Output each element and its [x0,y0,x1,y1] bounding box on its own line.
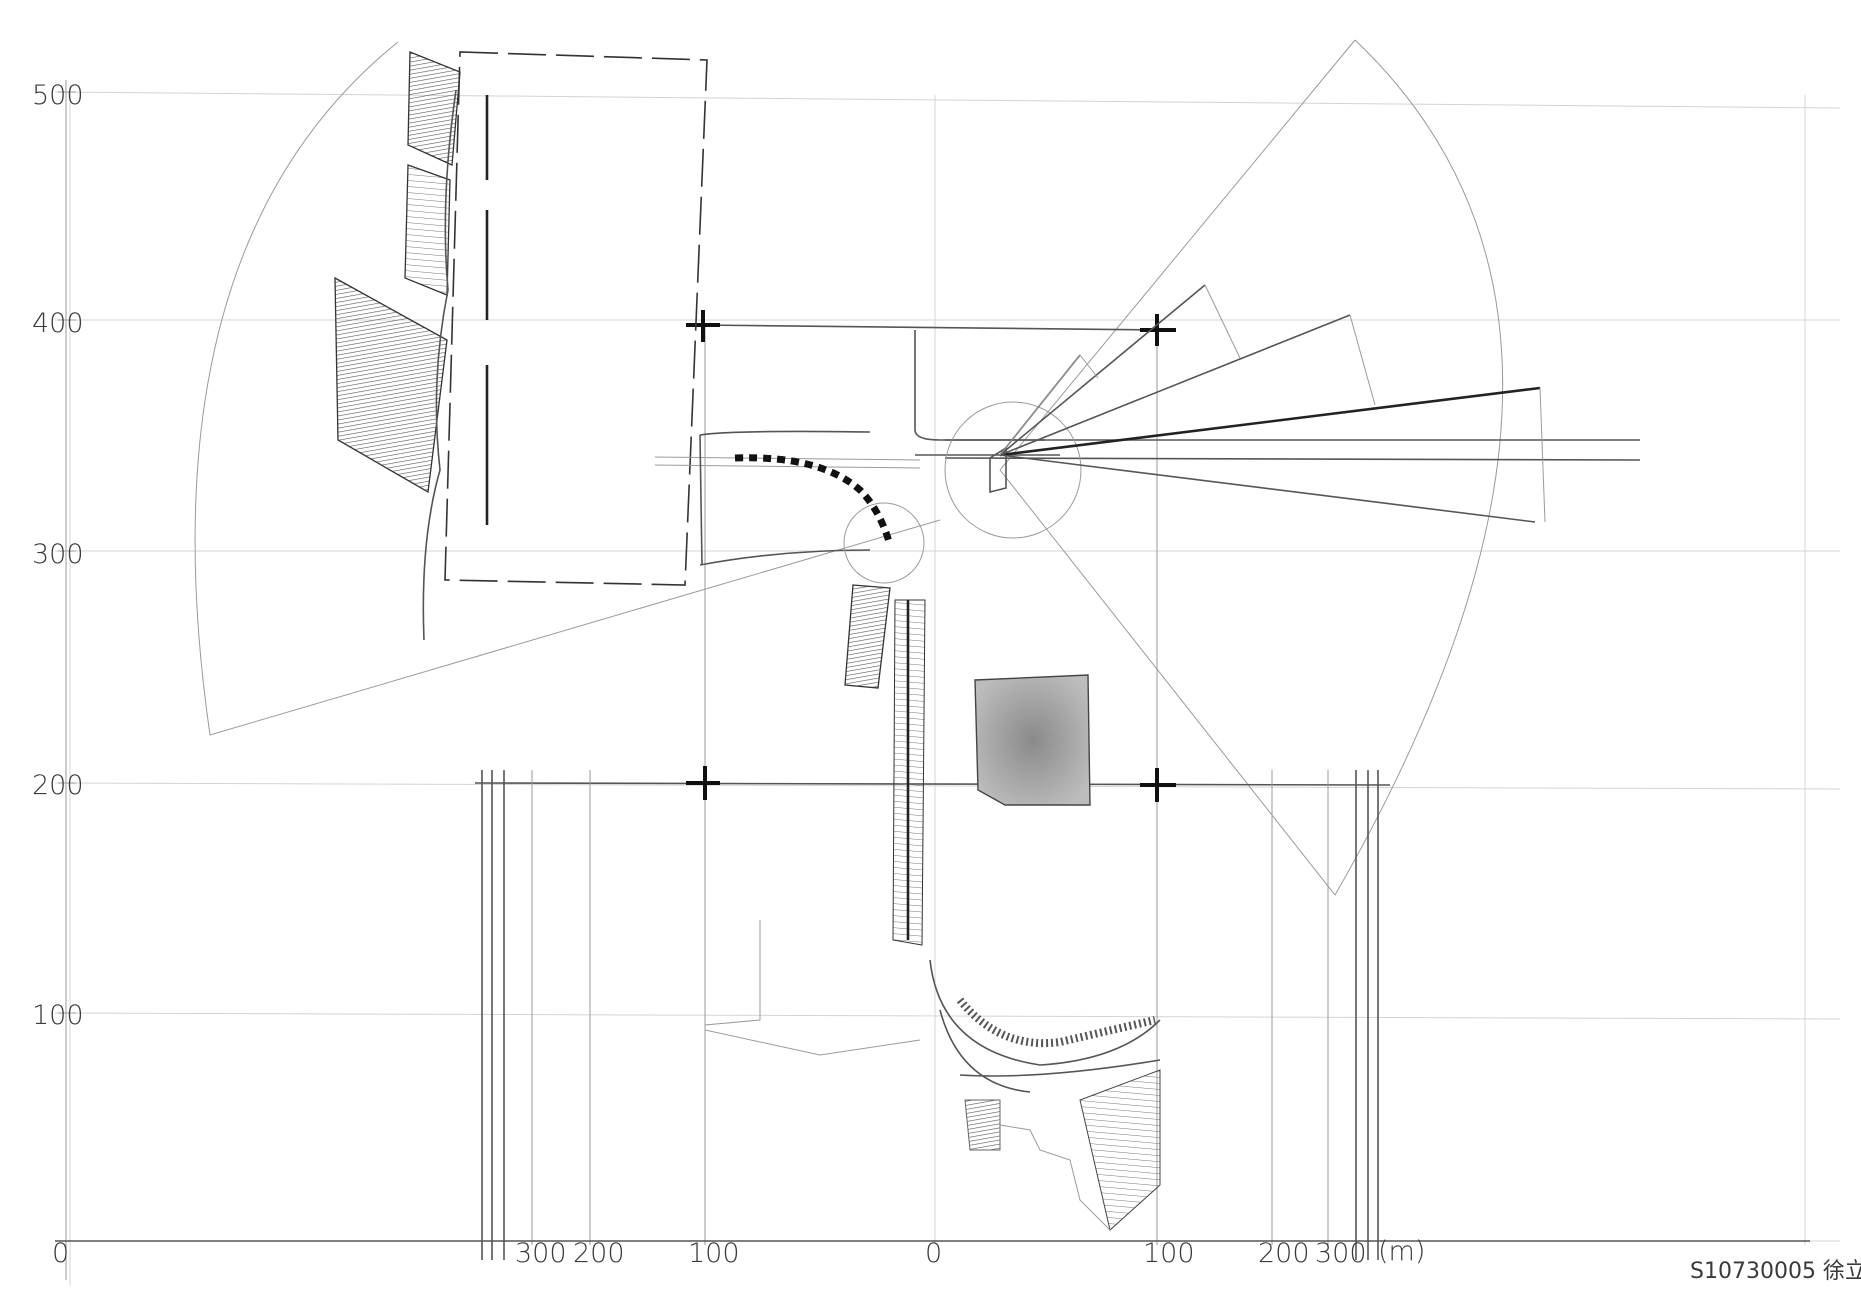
sector-fans [194,39,1504,896]
bottom-label-right-200: 200 [1258,1238,1310,1269]
axis-label-200: 200 [32,770,84,801]
bottom-label-right-100: 100 [1143,1238,1195,1269]
bottom-label-left-300: 300 [515,1238,567,1269]
bottom-axis-labels: 300 200 100 0 100 200 300 (m) [515,1236,1425,1269]
left-axis: 500 400 300 200 100 0 [32,80,84,1280]
shaded-block [974,674,1091,806]
view-lines [999,284,1546,523]
bottom-label-left-200: 200 [573,1238,625,1269]
axis-label-0: 0 [52,1238,69,1269]
lower-roads [704,920,1161,1231]
author-signature: S10730005 徐立 [1690,1259,1861,1284]
bottom-label-left-100: 100 [688,1238,740,1269]
bottom-scale-lines [55,770,1810,1260]
axis-label-100: 100 [32,1000,84,1031]
axis-label-400: 400 [32,308,84,339]
central-corridor [844,584,926,946]
streets [654,330,1641,584]
left-hatched-blocks [334,51,461,641]
axis-label-500: 500 [32,80,84,111]
dashed-boundary [444,51,708,586]
unit-label: (m) [1378,1236,1425,1267]
reference-frame [474,310,1391,1245]
axis-label-300: 300 [32,539,84,570]
bottom-label-center-0: 0 [925,1238,942,1269]
bottom-label-right-300: 300 [1315,1238,1367,1269]
grid-lines [54,85,1841,1285]
